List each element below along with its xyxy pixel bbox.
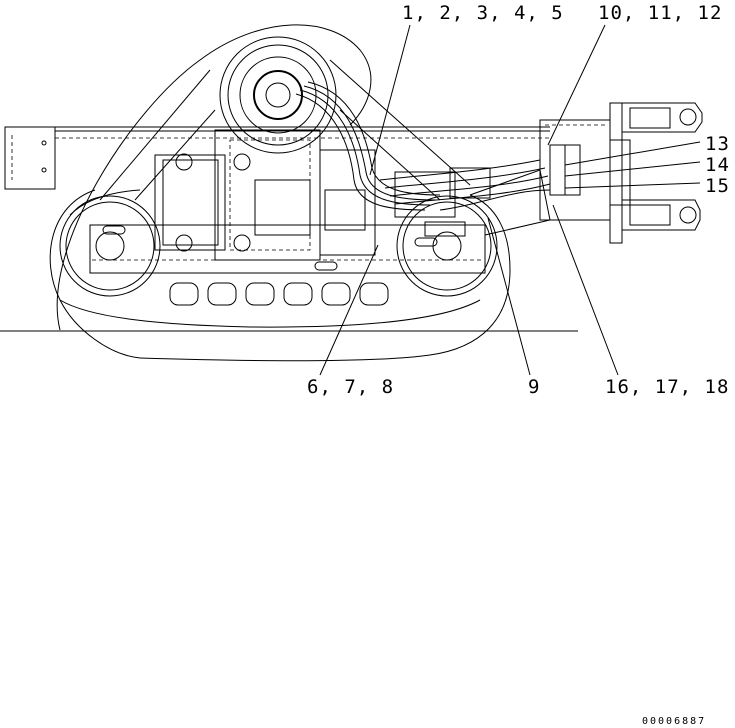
leader-15: [564, 182, 701, 189]
upper-frame: [4, 126, 550, 190]
leader-9: [487, 217, 531, 376]
leader-16-18: [552, 204, 619, 376]
control-valve-block: [154, 129, 376, 261]
leader-13: [564, 141, 701, 166]
callout-10-12: 10, 11, 12: [598, 2, 722, 24]
rotary-manifold: [539, 102, 631, 244]
callout-1-5: 1, 2, 3, 4, 5: [402, 2, 564, 24]
callout-9: 9: [528, 376, 540, 398]
callout-6-8: 6, 7, 8: [307, 376, 394, 398]
callout-14: 14: [705, 154, 730, 176]
swing-bearing-unit: [56, 24, 471, 331]
leader-10-12: [547, 24, 606, 146]
leader-1-5: [369, 24, 411, 176]
hydraulic-hoses: [295, 81, 551, 237]
callout-13: 13: [705, 133, 730, 155]
callout-15: 15: [705, 175, 730, 197]
front-idler-wheel: [59, 195, 161, 297]
rear-bracket: [469, 169, 551, 236]
track-belt: [49, 189, 511, 362]
callout-16-18: 16, 17, 18: [605, 376, 729, 398]
rear-idler-wheel: [396, 195, 498, 297]
leader-lines: [319, 24, 701, 376]
track-rollers: [169, 282, 389, 306]
leader-6-8: [319, 244, 379, 376]
boom-arms: [622, 102, 703, 231]
leader-14: [564, 161, 701, 177]
track-frame: [89, 224, 486, 274]
document-number: 00006887: [642, 716, 706, 727]
